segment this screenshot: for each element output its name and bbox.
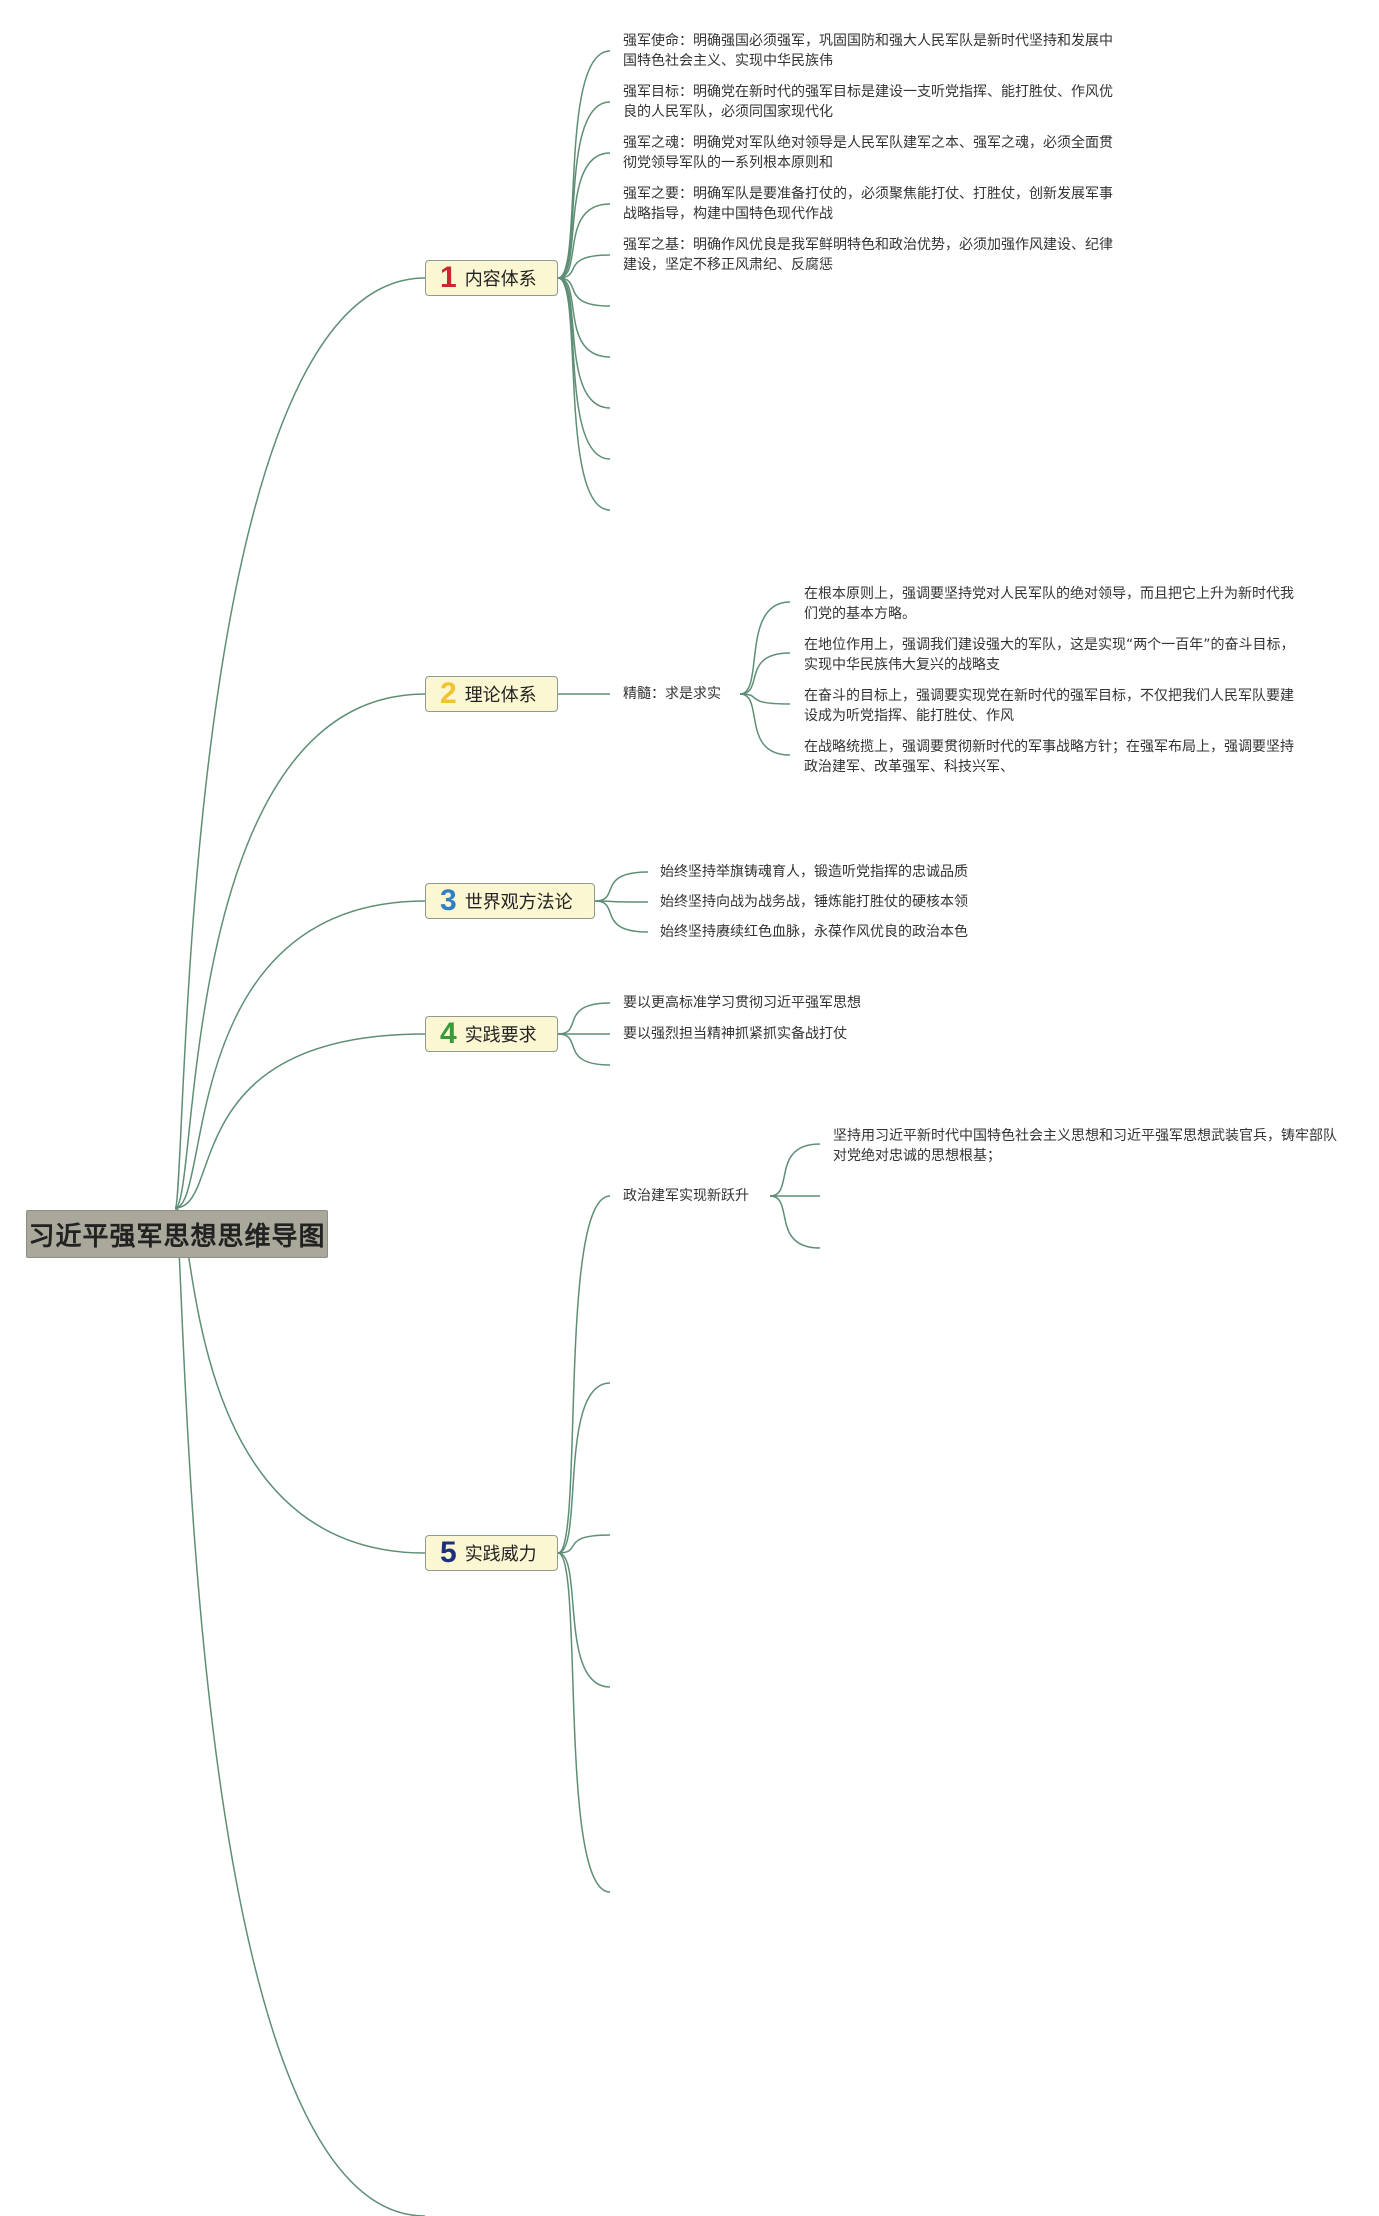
branch-3-item-2: 始终坚持向战为战务战，锤炼能打胜仗的硬核本领 — [660, 894, 968, 910]
branch-1-item-1: 强军使命：明确强国必须强军，巩固国防和强大人民军队是新时代坚持和发展中国特色社会… — [623, 33, 1113, 69]
connector-28 — [557, 1195, 611, 1554]
branch-5-item-1: 坚持用习近平新时代中国特色社会主义思想和习近平强军思想武装官兵，铸牢部队对党绝对… — [833, 1128, 1337, 1164]
connector-11 — [557, 254, 611, 279]
branch-1-item-5: 强军之基：明确作风优良是我军鲜明特色和政治优势，必须加强作风建设、纪律建设，坚定… — [623, 237, 1113, 273]
branch-1-item-2: 强军目标：明确党在新时代的强军目标是建设一支听党指挥、能打胜仗、作风优良的人民军… — [623, 84, 1113, 120]
connector-9 — [557, 152, 611, 279]
connector-13 — [557, 277, 611, 358]
branch-2-item-3: 在奋斗的目标上，强调要实现党在新时代的强军目标，不仅把我们人民军队要建设成为听党… — [804, 688, 1294, 724]
branch-3-node[interactable]: 3 世界观方法论 — [425, 883, 595, 919]
branch-4-node[interactable]: 4 实践要求 — [425, 1016, 558, 1052]
connector-30 — [557, 1534, 611, 1554]
branch-1-number: 1 — [440, 261, 457, 294]
connector-35 — [769, 1195, 821, 1249]
connector-21 — [739, 693, 791, 756]
connector-22 — [594, 871, 649, 902]
branch-2-sub-label: 精髓：求是求实 — [623, 686, 721, 702]
branch-2-item-2: 在地位作用上，强调我们建设强大的军队，这是实现“两个一百年”的奋斗目标，实现中华… — [804, 637, 1295, 673]
root-node[interactable]: 习近平强军思想思维导图 — [26, 1210, 328, 1258]
connector-12 — [557, 277, 611, 307]
connector-29 — [557, 1382, 611, 1554]
branch-4-item-2: 要以强烈担当精神抓紧抓实备战打仗 — [623, 1026, 847, 1042]
branch-4-label: 实践要求 — [464, 1025, 537, 1046]
branch-5-node[interactable]: 5 实践威力 — [425, 1535, 558, 1571]
connector-6 — [174, 1207, 426, 2216]
connector-2 — [174, 693, 426, 1209]
branch-2-item-1: 在根本原则上，强调要坚持党对人民军队的绝对领导，而且把它上升为新时代我们党的基本… — [804, 586, 1294, 622]
connector-10 — [557, 203, 611, 279]
branch-1-item-4: 强军之要：明确军队是要准备打仗的，必须聚焦能打仗、打胜仗，创新发展军事战略指导，… — [623, 186, 1113, 222]
branch-1-node[interactable]: 1 内容体系 — [425, 260, 558, 296]
connector-20 — [739, 693, 791, 705]
connector-3 — [174, 900, 426, 1209]
connector-31 — [557, 1552, 611, 1688]
connector-7 — [557, 50, 611, 279]
branch-5-label: 实践威力 — [464, 1544, 537, 1565]
connector-27 — [557, 1033, 611, 1066]
branch-3-item-1: 始终坚持举旗铸魂育人，锻造听党指挥的忠诚品质 — [660, 864, 968, 880]
branch-4-number: 4 — [440, 1017, 457, 1050]
connector-8 — [557, 101, 611, 279]
connector-33 — [769, 1143, 821, 1197]
branch-5-number: 5 — [440, 1536, 457, 1569]
connector-16 — [557, 277, 611, 511]
connector-5 — [174, 1207, 426, 1554]
connector-14 — [557, 277, 611, 409]
branch-2-number: 2 — [440, 677, 457, 710]
branch-3-item-3: 始终坚持赓续红色血脉，永葆作风优良的政治本色 — [660, 924, 968, 940]
branch-1-label: 内容体系 — [464, 269, 537, 290]
branch-2-node[interactable]: 2 理论体系 — [425, 676, 558, 712]
branch-3-label: 世界观方法论 — [464, 892, 573, 913]
connector-25 — [557, 1002, 611, 1035]
connector-1 — [174, 277, 426, 1209]
branch-2-label: 理论体系 — [464, 685, 537, 706]
connector-32 — [557, 1552, 611, 1893]
connector-24 — [594, 900, 649, 933]
connector-18 — [739, 601, 791, 695]
connector-19 — [739, 652, 791, 695]
connector-23 — [594, 900, 649, 903]
connector-4 — [174, 1033, 426, 1209]
branch-5-sub-label: 政治建军实现新跃升 — [623, 1188, 749, 1204]
branch-1-item-3: 强军之魂：明确党对军队绝对领导是人民军队建军之本、强军之魂，必须全面贯彻党领导军… — [623, 135, 1113, 171]
branch-2-item-4: 在战略统揽上，强调要贯彻新时代的军事战略方针；在强军布局上，强调要坚持政治建军、… — [804, 739, 1294, 775]
branch-4-item-1: 要以更高标准学习贯彻习近平强军思想 — [623, 995, 861, 1011]
branch-3-number: 3 — [440, 884, 457, 917]
